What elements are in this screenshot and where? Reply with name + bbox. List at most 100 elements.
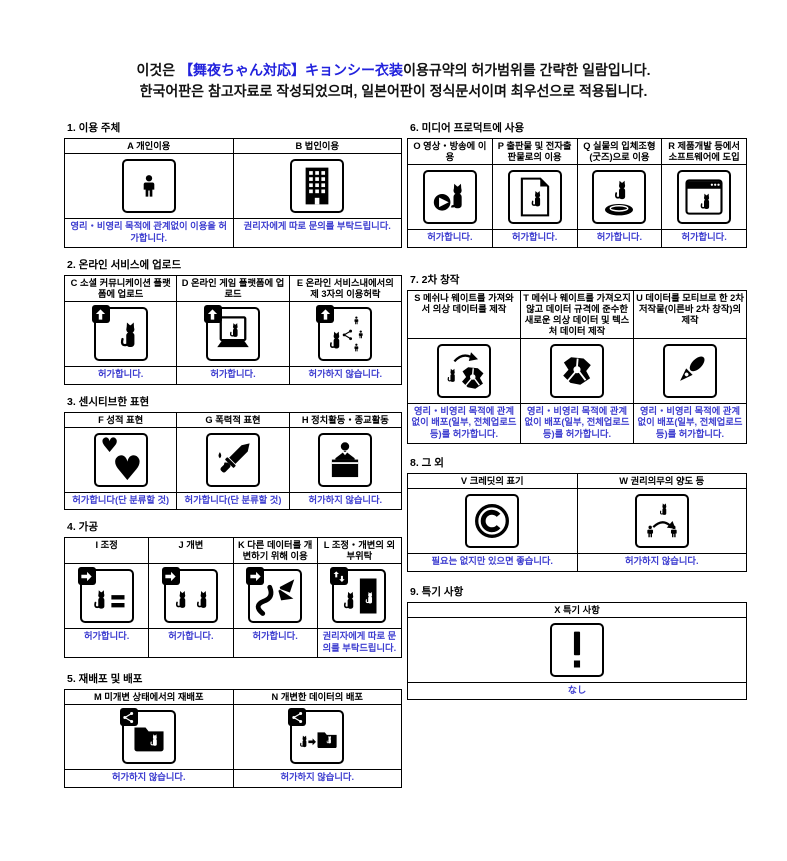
permission-text: 허가합니다.: [491, 229, 578, 248]
permission-text: 영리・비영리 목적에 관계없이 배포(일부, 전체업로드 등)를 허가합니다.: [520, 402, 634, 444]
icon-cell: [232, 153, 402, 219]
section-label: 3. 센시티브한 표현: [67, 395, 150, 408]
icon-cell: [316, 563, 403, 629]
permission-text: なし: [407, 681, 747, 700]
permission-text: 권리자에게 따로 문의를 부탁드립니다.: [316, 628, 403, 658]
permission-text: 영리・비영리 목적에 관계없이 배포(일부, 전체업로드 등)를 허가합니다.: [633, 402, 747, 444]
section-label: 5. 재배포 및 배포: [67, 673, 143, 685]
permission-text: 영리・비영리 목적에 관계없이 배포(일부, 전체업로드 등)를 허가합니다.: [407, 402, 521, 444]
icon-cell: [288, 301, 403, 367]
permission-table: C 소셜 커뮤니케이션 플랫폼에 업로드 D 온라인 게임 플랫폼에 업로드 E…: [63, 275, 403, 385]
right-arrow-icon: [246, 567, 265, 585]
permission-table: A 개인이용 B 법인이용: [64, 138, 402, 248]
column-header: R 제품개발 등에서 소프트웨어에 도입: [661, 138, 747, 165]
permission-text: 허가하지 않습니다.: [288, 366, 403, 385]
permission-text: 권리자에게 따로 문의를 부탁드립니다.: [232, 218, 402, 248]
transfer-arrows-icon: [330, 567, 349, 585]
upload-arrow-icon: [316, 305, 335, 323]
knife-icon: [205, 432, 260, 487]
permission-text: 허가하지 않습니다.: [576, 553, 747, 572]
column-header: M 미개변 상태에서의 재배포: [64, 689, 234, 705]
permission-text: 허가합니다.: [232, 628, 318, 658]
icon-cell: [232, 563, 318, 629]
permission-table: F 성적 표현 G 폭력적 표현 H 정치활동・종교활동 ♥♥: [63, 411, 403, 511]
column-header: H 정치활동・종교활동: [288, 411, 403, 428]
column-header: O 영상・방송에 이용: [407, 138, 493, 165]
share-icon: [119, 708, 138, 726]
column-header: T 메쉬나 웨이트를 가져오지 않고 데이터 규격에 준수한 새로운 의상 데이…: [520, 289, 634, 339]
building-icon: [290, 159, 345, 213]
software-window-icon: [677, 170, 732, 224]
icon-cell: [148, 563, 234, 629]
permission-table: X 특기 사항 なし: [407, 601, 747, 701]
share-icon: [288, 708, 307, 726]
permission-table: I 조정 J 개변 K 다른 데이터를 개변하기 위해 이용 L 조정・개변의 …: [63, 537, 403, 658]
icon-cell: [407, 337, 521, 404]
column-header: F 성적 표현: [63, 411, 178, 428]
person-icon: [121, 159, 176, 213]
third-party-share-icon: [316, 305, 373, 361]
icon-cell: [633, 337, 747, 404]
permission-text: 허가합니다.: [176, 366, 290, 385]
column-header: J 개변: [148, 537, 234, 564]
permission-text: 허가합니다.: [148, 628, 234, 658]
icon-cell: [64, 704, 234, 770]
column-header: N 개변한 데이터의 배포: [232, 689, 402, 705]
outsource-icon: [330, 567, 387, 623]
modified-distribute-icon: [288, 708, 345, 764]
column-header: E 온라인 서비스내에서의 제 3자의 이용허락: [288, 275, 403, 302]
section-label: 7. 2차 창작: [410, 273, 460, 286]
column-header: P 출판물 및 전자출판물로의 이용: [491, 138, 578, 165]
permission-table: O 영상・방송에 이용 P 출판물 및 전자출판물로의 이용 Q 실물의 입체조…: [407, 138, 747, 248]
hearts-icon: ♥♥: [93, 432, 148, 489]
icon-cell: [576, 488, 747, 554]
column-header: X 특기 사항: [407, 601, 747, 618]
title-line-2: 한국어판은 참고자료로 작성되었으며, 일본어판이 정식문서이며 최우선으로 적…: [139, 83, 648, 99]
right-arrow-icon: [77, 567, 96, 585]
column-header: W 권리의무의 양도 등: [576, 473, 747, 489]
hearts-glyphs: ♥♥: [100, 432, 143, 489]
video-play-icon: [422, 170, 477, 224]
section-media-products: 6. 미디어 프로덕트에 사용 O 영상・방송에 이용 P 출판물 및 전자출판…: [407, 120, 747, 248]
permission-text: 허가하지 않습니다.: [288, 491, 403, 510]
column-header: I 조정: [63, 537, 150, 564]
redistribute-icon: [119, 708, 176, 764]
social-upload-icon: [91, 305, 148, 361]
section-label: 4. 가공: [67, 521, 98, 533]
column-header: L 조정・개변의 외부위탁: [316, 537, 403, 564]
icon-cell: [407, 164, 493, 230]
permission-table: M 미개변 상태에서의 재배포 N 개변한 데이터의 배포: [64, 689, 402, 788]
section-label: 1. 이용 주체: [67, 122, 121, 134]
section-processing: 4. 가공 I 조정 J 개변 K 다른 데이터를 개변하기 위해 이용 L 조…: [63, 519, 403, 658]
icon-cell: [661, 164, 747, 230]
permission-table: S 메쉬나 웨이트를 가져와서 의상 데이터를 제작 T 메쉬나 웨이트를 가져…: [407, 289, 747, 445]
figure-goods-icon: [592, 170, 647, 224]
column-header: C 소셜 커뮤니케이션 플랫폼에 업로드: [63, 275, 178, 302]
section-derivative-works: 7. 2차 창작 S 메쉬나 웨이트를 가져와서 의상 데이터를 제작 T 메쉬…: [407, 272, 747, 445]
icon-cell: [407, 488, 578, 554]
permission-text: 허가합니다.: [576, 229, 663, 248]
column-header: U 데이터를 모티브로 한 2차 저작물(이른바 2차 창작)의 제작: [633, 289, 747, 339]
permission-text: 허가합니다.: [661, 229, 747, 248]
section-label: 9. 특기 사항: [410, 585, 464, 598]
column-header: S 메쉬나 웨이트를 가져와서 의상 데이터를 제작: [407, 289, 521, 339]
icon-cell: [520, 337, 634, 404]
column-header: D 온라인 게임 플랫폼에 업로드: [176, 275, 290, 302]
rights-transfer-icon: [634, 494, 689, 548]
permission-text: 필요는 없지만 있으면 좋습니다.: [407, 553, 578, 572]
section-special-notes: 9. 특기 사항 X 특기 사항: [407, 584, 747, 701]
permission-text: 허가합니다(단 분류할 것): [63, 491, 178, 510]
upload-arrow-icon: [203, 305, 222, 323]
column-header: Q 실물의 입체조형(굿즈)으로 이용: [576, 138, 663, 165]
column-header: A 개인이용: [64, 138, 234, 154]
new-costume-icon: [550, 343, 604, 398]
section-label: 8. 그 외: [410, 457, 444, 469]
icon-cell: [63, 563, 150, 629]
permission-text: 허가합니다.: [63, 628, 150, 658]
copyright-icon: [465, 494, 520, 548]
publication-icon: [507, 170, 562, 224]
icon-cell: [232, 704, 402, 770]
section-label: 2. 온라인 서비스에 업로드: [67, 259, 182, 271]
permission-table: V 크레딧의 표기 W 권리의무의 양도 등: [407, 473, 747, 572]
